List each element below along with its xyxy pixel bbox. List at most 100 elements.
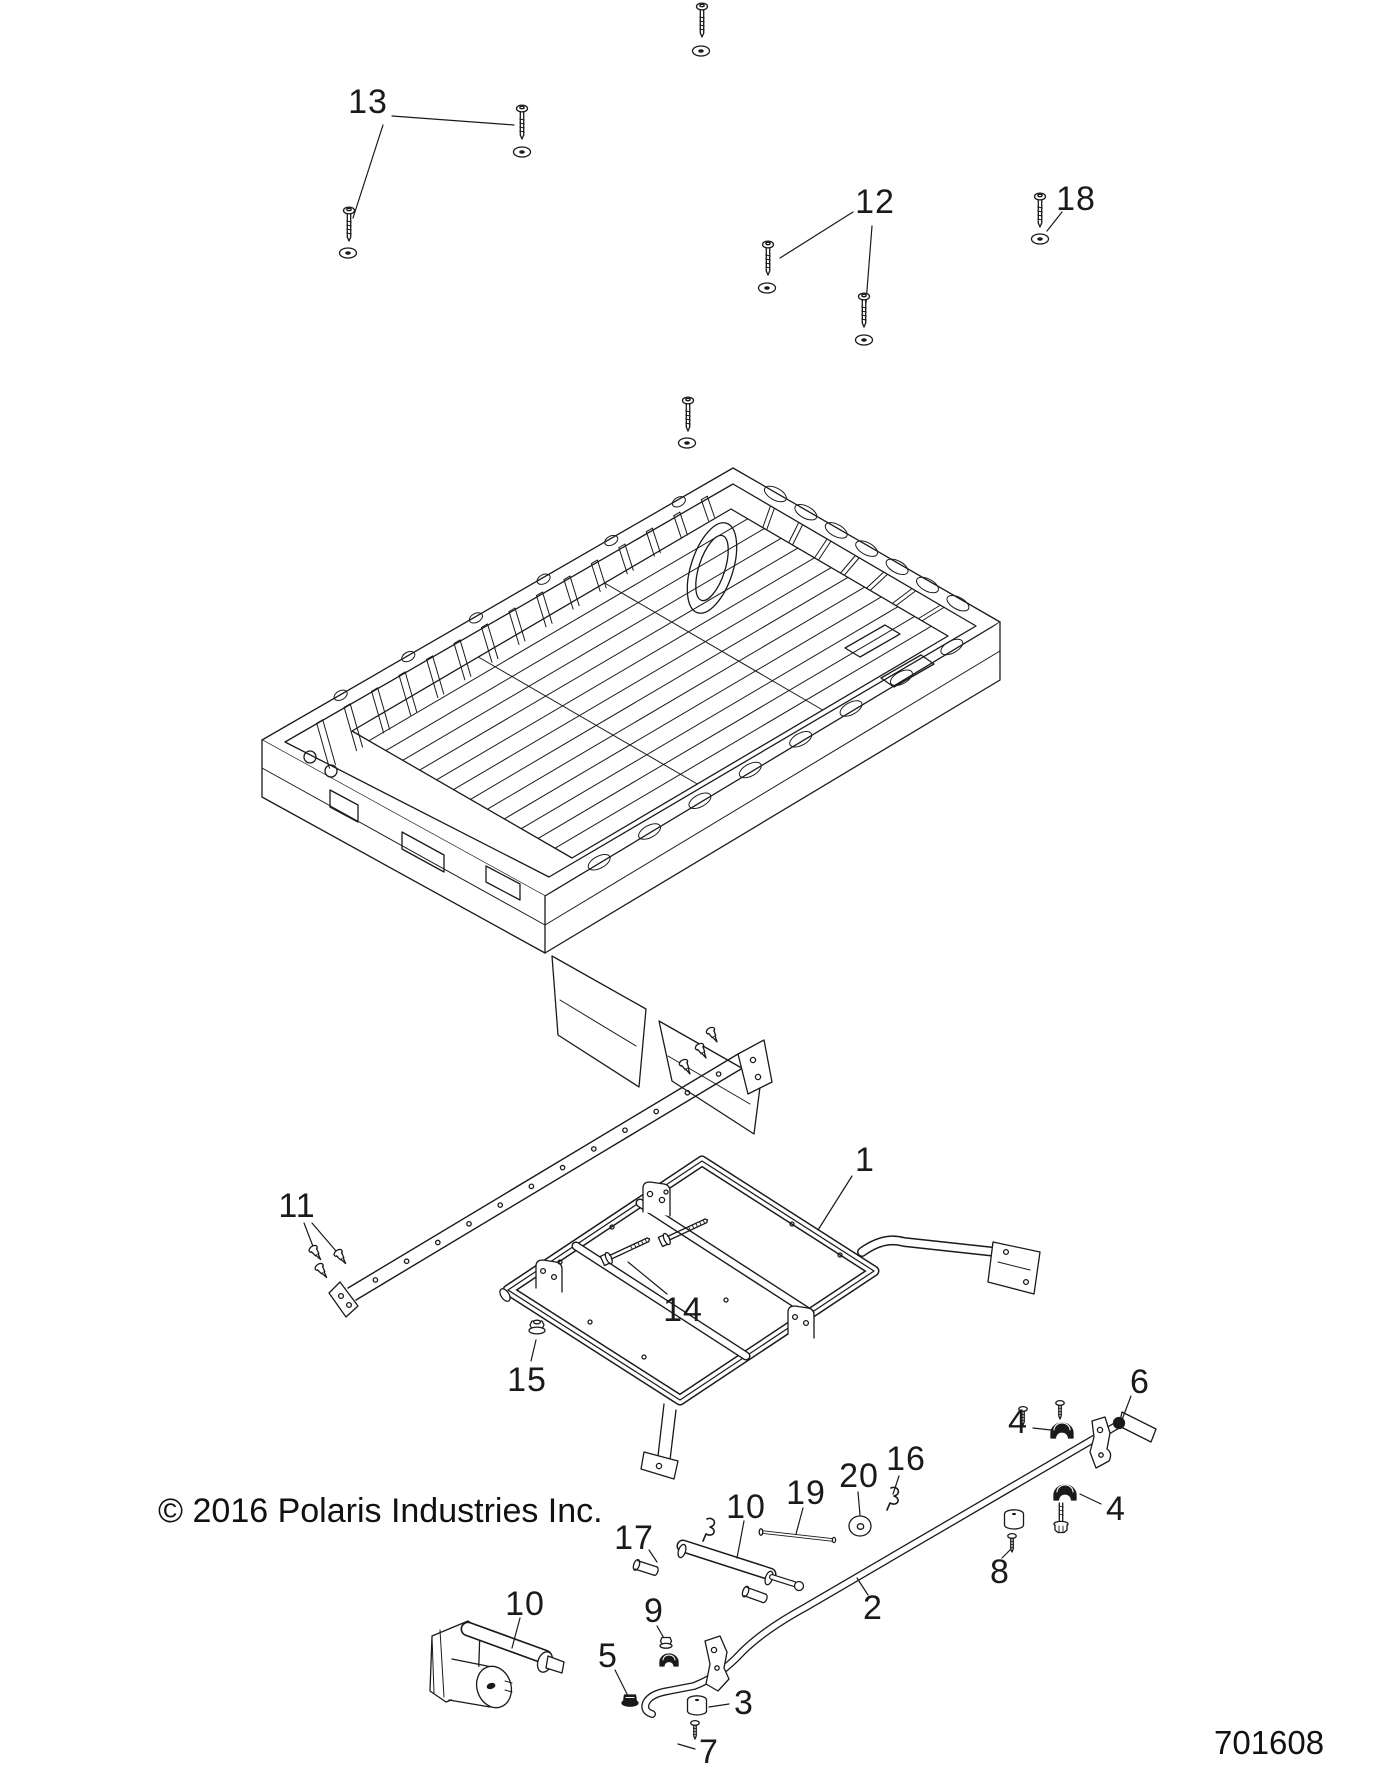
- screw-icon: [761, 240, 775, 276]
- clevis-pin-icon: [740, 1584, 770, 1606]
- callout-6: 6: [1130, 1363, 1150, 1401]
- leader-line-8: [1002, 1549, 1011, 1558]
- saddle-clamp-icon: [1050, 1422, 1074, 1439]
- leader-line-14: [628, 1262, 667, 1294]
- bar-hook-bracket: [1090, 1417, 1111, 1468]
- leader-line-11: [304, 1223, 314, 1249]
- screw-icon: [857, 292, 871, 328]
- leader-line-13: [353, 125, 383, 218]
- cargo-box-drawing: [262, 468, 1000, 1134]
- hairpin-clip-icon: [886, 1486, 900, 1511]
- screw-icon: [1033, 192, 1047, 228]
- callout-1: 1: [855, 1141, 875, 1179]
- leader-line-17: [649, 1550, 657, 1562]
- rear-wall-ribs: [763, 507, 944, 621]
- rod-pin-icon: [759, 1529, 835, 1543]
- callout-17: 17: [614, 1519, 654, 1557]
- pivot-point-icon: [1112, 1416, 1126, 1430]
- frame-u-bracket: [536, 1260, 562, 1292]
- leader-line-12: [780, 212, 853, 258]
- callout-7: 7: [699, 1733, 719, 1771]
- callout-4: 4: [1106, 1490, 1126, 1528]
- rail-oval-holes: [332, 483, 971, 873]
- leader-line-4: [1033, 1428, 1051, 1430]
- callout-13: 13: [348, 83, 388, 121]
- leader-line-1: [818, 1176, 852, 1230]
- washer-icon: [512, 146, 532, 158]
- callout-18: 18: [1056, 180, 1096, 218]
- leader-line-18: [1047, 212, 1062, 231]
- clamp-half-icon: [659, 1653, 679, 1667]
- leader-line-19: [796, 1508, 803, 1534]
- callout-12: 12: [855, 183, 895, 221]
- bar-hook-bracket: [705, 1636, 729, 1691]
- callout-15: 15: [507, 1361, 547, 1399]
- callout-5: 5: [598, 1637, 618, 1675]
- washer-icon: [854, 334, 874, 346]
- small-screw-icon: [1007, 1532, 1017, 1553]
- callout-14: 14: [663, 1291, 703, 1329]
- dump-pivot-bar: [645, 1412, 1156, 1714]
- leader-line-4: [1080, 1494, 1101, 1504]
- callout-9: 9: [644, 1592, 664, 1630]
- callout-10: 10: [726, 1488, 766, 1526]
- screw-icon: [342, 206, 356, 242]
- washer-icon: [1030, 233, 1050, 245]
- callout-16: 16: [886, 1440, 926, 1478]
- small-screw-icon: [690, 1719, 700, 1740]
- leader-line-12: [866, 226, 872, 303]
- nut-icon: [659, 1636, 673, 1649]
- washer-icon: [338, 247, 358, 259]
- copyright-text: © 2016 Polaris Industries Inc.: [158, 1492, 603, 1530]
- callout-8: 8: [990, 1553, 1010, 1591]
- leader-line-13: [392, 116, 514, 125]
- floor-plank-lines: [369, 519, 931, 848]
- hex-bolt-icon: [1053, 1502, 1069, 1534]
- leader-line-7: [678, 1744, 695, 1749]
- callout-leader-lines: [304, 116, 1131, 1749]
- rivet-screw-icon: [307, 1243, 325, 1263]
- screw-icon: [681, 396, 695, 432]
- screw-icon: [515, 104, 529, 140]
- washer-icon: [677, 437, 697, 449]
- callout-4: 4: [1008, 1403, 1028, 1441]
- callout-10: 10: [505, 1585, 545, 1623]
- leader-line-10: [512, 1618, 520, 1648]
- callout-11: 11: [278, 1187, 316, 1225]
- saddle-clamp-icon: [1053, 1484, 1077, 1501]
- leader-line-16: [893, 1476, 899, 1494]
- frame-u-bracket: [643, 1182, 670, 1216]
- rubber-bumper-icon: [686, 1695, 708, 1716]
- washer-icon: [691, 45, 711, 57]
- callout-20: 20: [839, 1457, 879, 1495]
- leader-line-5: [615, 1670, 628, 1696]
- screw-icon: [695, 2, 709, 38]
- hairpin-clip-icon: [702, 1517, 716, 1542]
- side-wall-slots: [317, 496, 715, 768]
- locknut-icon: [621, 1694, 639, 1707]
- rear-wall-ring: [678, 517, 747, 619]
- leader-line-11: [312, 1223, 336, 1251]
- diagram-number: 701608: [1214, 1724, 1325, 1761]
- leader-line-2: [857, 1578, 868, 1595]
- small-screw-icon: [1055, 1399, 1065, 1420]
- carriage-bolt-icon: [599, 1232, 653, 1268]
- rivet-screw-icon: [313, 1261, 331, 1281]
- callout-2: 2: [863, 1589, 883, 1627]
- leader-line-15: [531, 1340, 536, 1361]
- mounting-frame-drawing: [498, 1161, 1040, 1479]
- bed-support-rail: [329, 1040, 772, 1317]
- rubber-bumper-icon: [1003, 1509, 1025, 1530]
- washer-icon: [757, 282, 777, 294]
- electric-actuator-drawing: [430, 1621, 564, 1712]
- clevis-pin-icon: [631, 1558, 661, 1578]
- flat-washer-icon: [848, 1515, 872, 1537]
- leader-line-3: [709, 1704, 729, 1707]
- frame-u-bracket: [788, 1306, 814, 1338]
- callout-3: 3: [734, 1684, 754, 1722]
- gas-strut-drawing: [677, 1543, 804, 1590]
- flange-nut-icon: [528, 1319, 546, 1335]
- leader-line-20: [858, 1492, 860, 1515]
- callout-19: 19: [786, 1474, 826, 1512]
